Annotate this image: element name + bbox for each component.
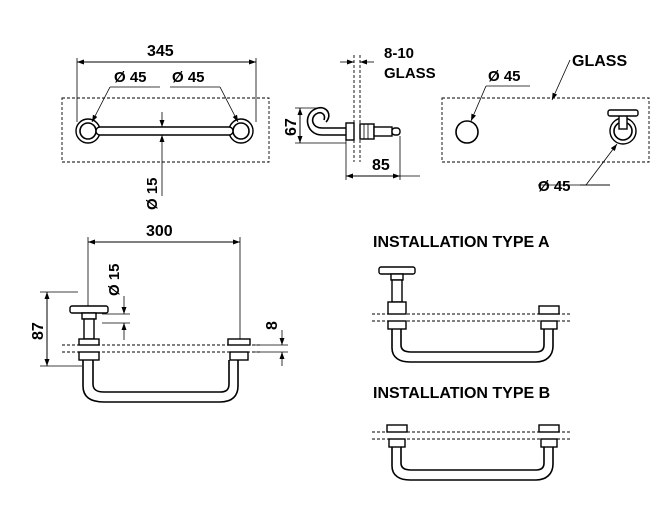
top-view: 345 Ø 45 Ø 45 Ø 15 bbox=[61, 43, 270, 210]
installation-b-title: INSTALLATION TYPE B bbox=[373, 385, 550, 402]
glass-panel-outline bbox=[61, 97, 270, 163]
side-view: 8-10 GLASS 67 85 bbox=[283, 45, 436, 180]
front-towel-bar bbox=[82, 360, 239, 403]
length-label: 345 bbox=[147, 43, 174, 60]
glass-label-right: GLASS bbox=[572, 53, 627, 70]
bar-profile bbox=[311, 112, 346, 129]
installation-type-b: INSTALLATION TYPE B bbox=[372, 385, 572, 481]
front-glass-label: 8 bbox=[264, 321, 281, 330]
glass-panel-outline-2 bbox=[441, 97, 650, 163]
glass-label-side: GLASS bbox=[384, 65, 436, 82]
hole-dia-label: Ø 45 bbox=[488, 68, 521, 85]
front-height-label: 87 bbox=[30, 322, 47, 340]
knob-dia-label: Ø 45 bbox=[538, 178, 571, 195]
towel-bar bbox=[95, 126, 234, 136]
right-dia-label: Ø 45 bbox=[172, 69, 205, 86]
installation-type-a: INSTALLATION TYPE A bbox=[372, 234, 572, 363]
glass-view: GLASS Ø 45 Ø 45 bbox=[441, 53, 650, 195]
bar-dia-label: Ø 15 bbox=[144, 177, 161, 210]
installation-a-title: INSTALLATION TYPE A bbox=[373, 234, 550, 251]
span-label: 300 bbox=[146, 223, 173, 240]
depth-label: 85 bbox=[372, 157, 390, 174]
left-dia-label: Ø 45 bbox=[114, 69, 147, 86]
front-view: 300 Ø 15 87 8 bbox=[30, 223, 288, 403]
glass-thickness-label: 8-10 bbox=[384, 45, 414, 62]
mounting-hole bbox=[455, 120, 479, 144]
height-label: 67 bbox=[283, 118, 300, 136]
front-bar-dia-label: Ø 15 bbox=[106, 263, 123, 296]
